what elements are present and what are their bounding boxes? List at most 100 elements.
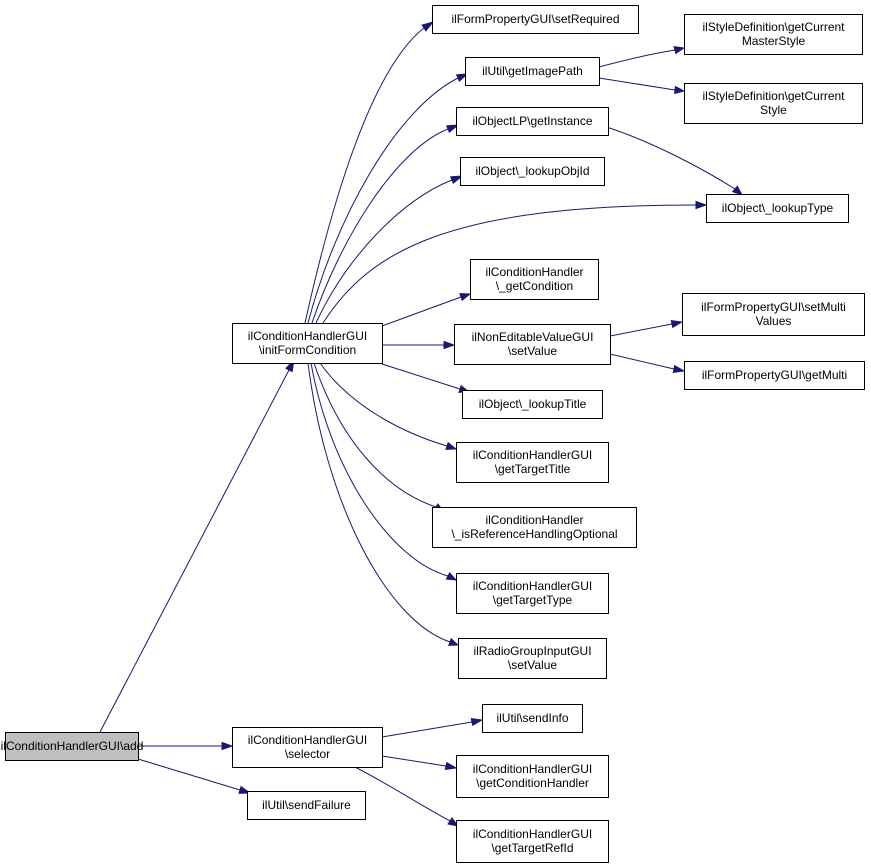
- node-label: ilFormPropertyGUI\setRequired: [451, 12, 619, 26]
- node-getInstance[interactable]: ilObjectLP\getInstance: [456, 107, 609, 136]
- node-label: ilUtil\sendFailure: [262, 798, 351, 812]
- arrow-head-icon: [421, 21, 435, 32]
- node-label: \_getCondition: [496, 279, 573, 293]
- node-label: ilUtil\getImagePath: [482, 64, 583, 78]
- node-getMulti[interactable]: ilFormPropertyGUI\getMulti: [684, 361, 865, 390]
- node-box: [706, 194, 849, 223]
- edge-line: [598, 77, 676, 91]
- edge-nevSetValue-to-setMultiValues: [609, 320, 684, 337]
- node-label: \getTargetRefId: [491, 841, 573, 855]
- edge-selector-to-sendInfo: [381, 718, 484, 738]
- edge-line: [307, 362, 451, 643]
- node-lookupType[interactable]: ilObject\_lookupType: [706, 194, 849, 223]
- node-box: [684, 83, 863, 124]
- node-label: ilObject\_lookupType: [722, 201, 834, 215]
- node-getImagePath[interactable]: ilUtil\getImagePath: [465, 57, 600, 86]
- arrow-head-icon: [447, 817, 460, 827]
- node-label: Style: [760, 103, 787, 117]
- node-lookupTitle[interactable]: ilObject\_lookupTitle: [462, 390, 603, 419]
- edge-line: [381, 296, 462, 327]
- node-box: [456, 755, 609, 798]
- edge-line: [315, 179, 453, 324]
- node-getConditionHandler[interactable]: ilConditionHandlerGUI\getConditionHandle…: [456, 755, 609, 798]
- node-selector[interactable]: ilConditionHandlerGUI\selector: [232, 727, 383, 768]
- edge-initFormCondition-to-radioSetValue: [307, 362, 460, 646]
- edge-initFormCondition-to-isRefOptional: [313, 362, 446, 513]
- arrow-head-icon: [673, 46, 686, 55]
- node-box: [432, 5, 639, 34]
- arrow-head-icon: [445, 441, 458, 450]
- node-isRefOptional[interactable]: ilConditionHandler\_isReferenceHandlingO…: [432, 507, 637, 548]
- node-box: [5, 732, 139, 761]
- arrow-head-icon: [221, 741, 234, 751]
- edge-line: [313, 362, 437, 508]
- edge-line: [319, 362, 448, 447]
- node-label: \getConditionHandler: [476, 776, 589, 790]
- node-initFormCondition[interactable]: ilConditionHandlerGUI\initFormCondition: [232, 323, 383, 364]
- edge-getInstance-to-lookupType: [599, 124, 744, 196]
- edge-line: [310, 362, 449, 577]
- node-add[interactable]: ilConditionHandlerGUI\add: [1, 732, 144, 761]
- node-label: \setValue: [508, 344, 557, 358]
- node-label: ilConditionHandlerGUI: [473, 579, 592, 593]
- edge-initFormCondition-to-getCondition: [381, 293, 472, 327]
- node-label: \setValue: [508, 658, 557, 672]
- edge-line: [137, 758, 241, 791]
- node-nevSetValue[interactable]: ilNonEditableValueGUI\setValue: [454, 324, 611, 365]
- edge-initFormCondition-to-nevSetValue: [382, 340, 456, 350]
- edge-selector-to-getConditionHandler: [381, 755, 458, 770]
- edge-line: [322, 204, 697, 324]
- edge-line: [599, 124, 736, 190]
- node-label: ilObject\_lookupTitle: [479, 397, 587, 411]
- node-getTargetRefId[interactable]: ilConditionHandlerGUI\getTargetRefId: [456, 820, 609, 863]
- node-box: [232, 727, 383, 768]
- edge-initFormCondition-to-lookupObjId: [315, 175, 464, 324]
- node-getTargetTitle[interactable]: ilConditionHandlerGUI\getTargetTitle: [456, 442, 609, 483]
- edge-line: [609, 323, 673, 337]
- node-setRequired[interactable]: ilFormPropertyGUI\setRequired: [432, 5, 639, 34]
- node-box: [684, 14, 863, 55]
- node-label: \getTargetTitle: [495, 462, 571, 476]
- arrow-head-icon: [459, 293, 472, 302]
- arrow-head-icon: [731, 185, 744, 196]
- node-radioSetValue[interactable]: ilRadioGroupInputGUI\setValue: [458, 638, 607, 679]
- edge-initFormCondition-to-getInstance: [311, 124, 460, 324]
- node-getCondition[interactable]: ilConditionHandler\_getCondition: [470, 259, 599, 300]
- edge-line: [311, 128, 449, 324]
- node-label: ilFormPropertyGUI\getMulti: [702, 368, 847, 382]
- node-box: [470, 259, 599, 300]
- edge-getImagePath-to-getCurrentStyle: [598, 77, 686, 95]
- node-box: [456, 442, 609, 483]
- node-sendInfo[interactable]: ilUtil\sendInfo: [482, 704, 583, 733]
- node-box: [247, 791, 366, 820]
- arrow-head-icon: [448, 637, 460, 646]
- arrow-head-icon: [445, 572, 458, 581]
- node-label: ilStyleDefinition\getCurrent: [702, 89, 845, 103]
- node-label: ilConditionHandlerGUI\add: [1, 739, 144, 753]
- node-box: [684, 361, 865, 390]
- edge-selector-to-getTargetRefId: [354, 766, 460, 827]
- node-box: [456, 820, 609, 863]
- node-label: ilUtil\sendInfo: [496, 711, 568, 725]
- edge-add-to-selector: [138, 741, 234, 751]
- node-label: ilConditionHandlerGUI: [248, 733, 367, 747]
- edge-line: [598, 49, 676, 68]
- node-label: ilConditionHandlerGUI: [473, 448, 592, 462]
- arrow-head-icon: [674, 85, 686, 95]
- node-lookupObjId[interactable]: ilObject\_lookupObjId: [460, 157, 605, 186]
- node-label: ilConditionHandlerGUI: [473, 827, 592, 841]
- node-box: [456, 573, 609, 614]
- node-label: ilObjectLP\getInstance: [472, 114, 592, 128]
- edge-initFormCondition-to-lookupTitle: [381, 363, 471, 393]
- node-box: [456, 107, 609, 136]
- node-box: [232, 323, 383, 364]
- node-label: \initFormCondition: [259, 343, 356, 357]
- node-getTargetType[interactable]: ilConditionHandlerGUI\getTargetType: [456, 573, 609, 614]
- edge-line: [381, 363, 461, 390]
- node-sendFailure[interactable]: ilUtil\sendFailure: [247, 791, 366, 820]
- edge-initFormCondition-to-getTargetTitle: [319, 362, 458, 450]
